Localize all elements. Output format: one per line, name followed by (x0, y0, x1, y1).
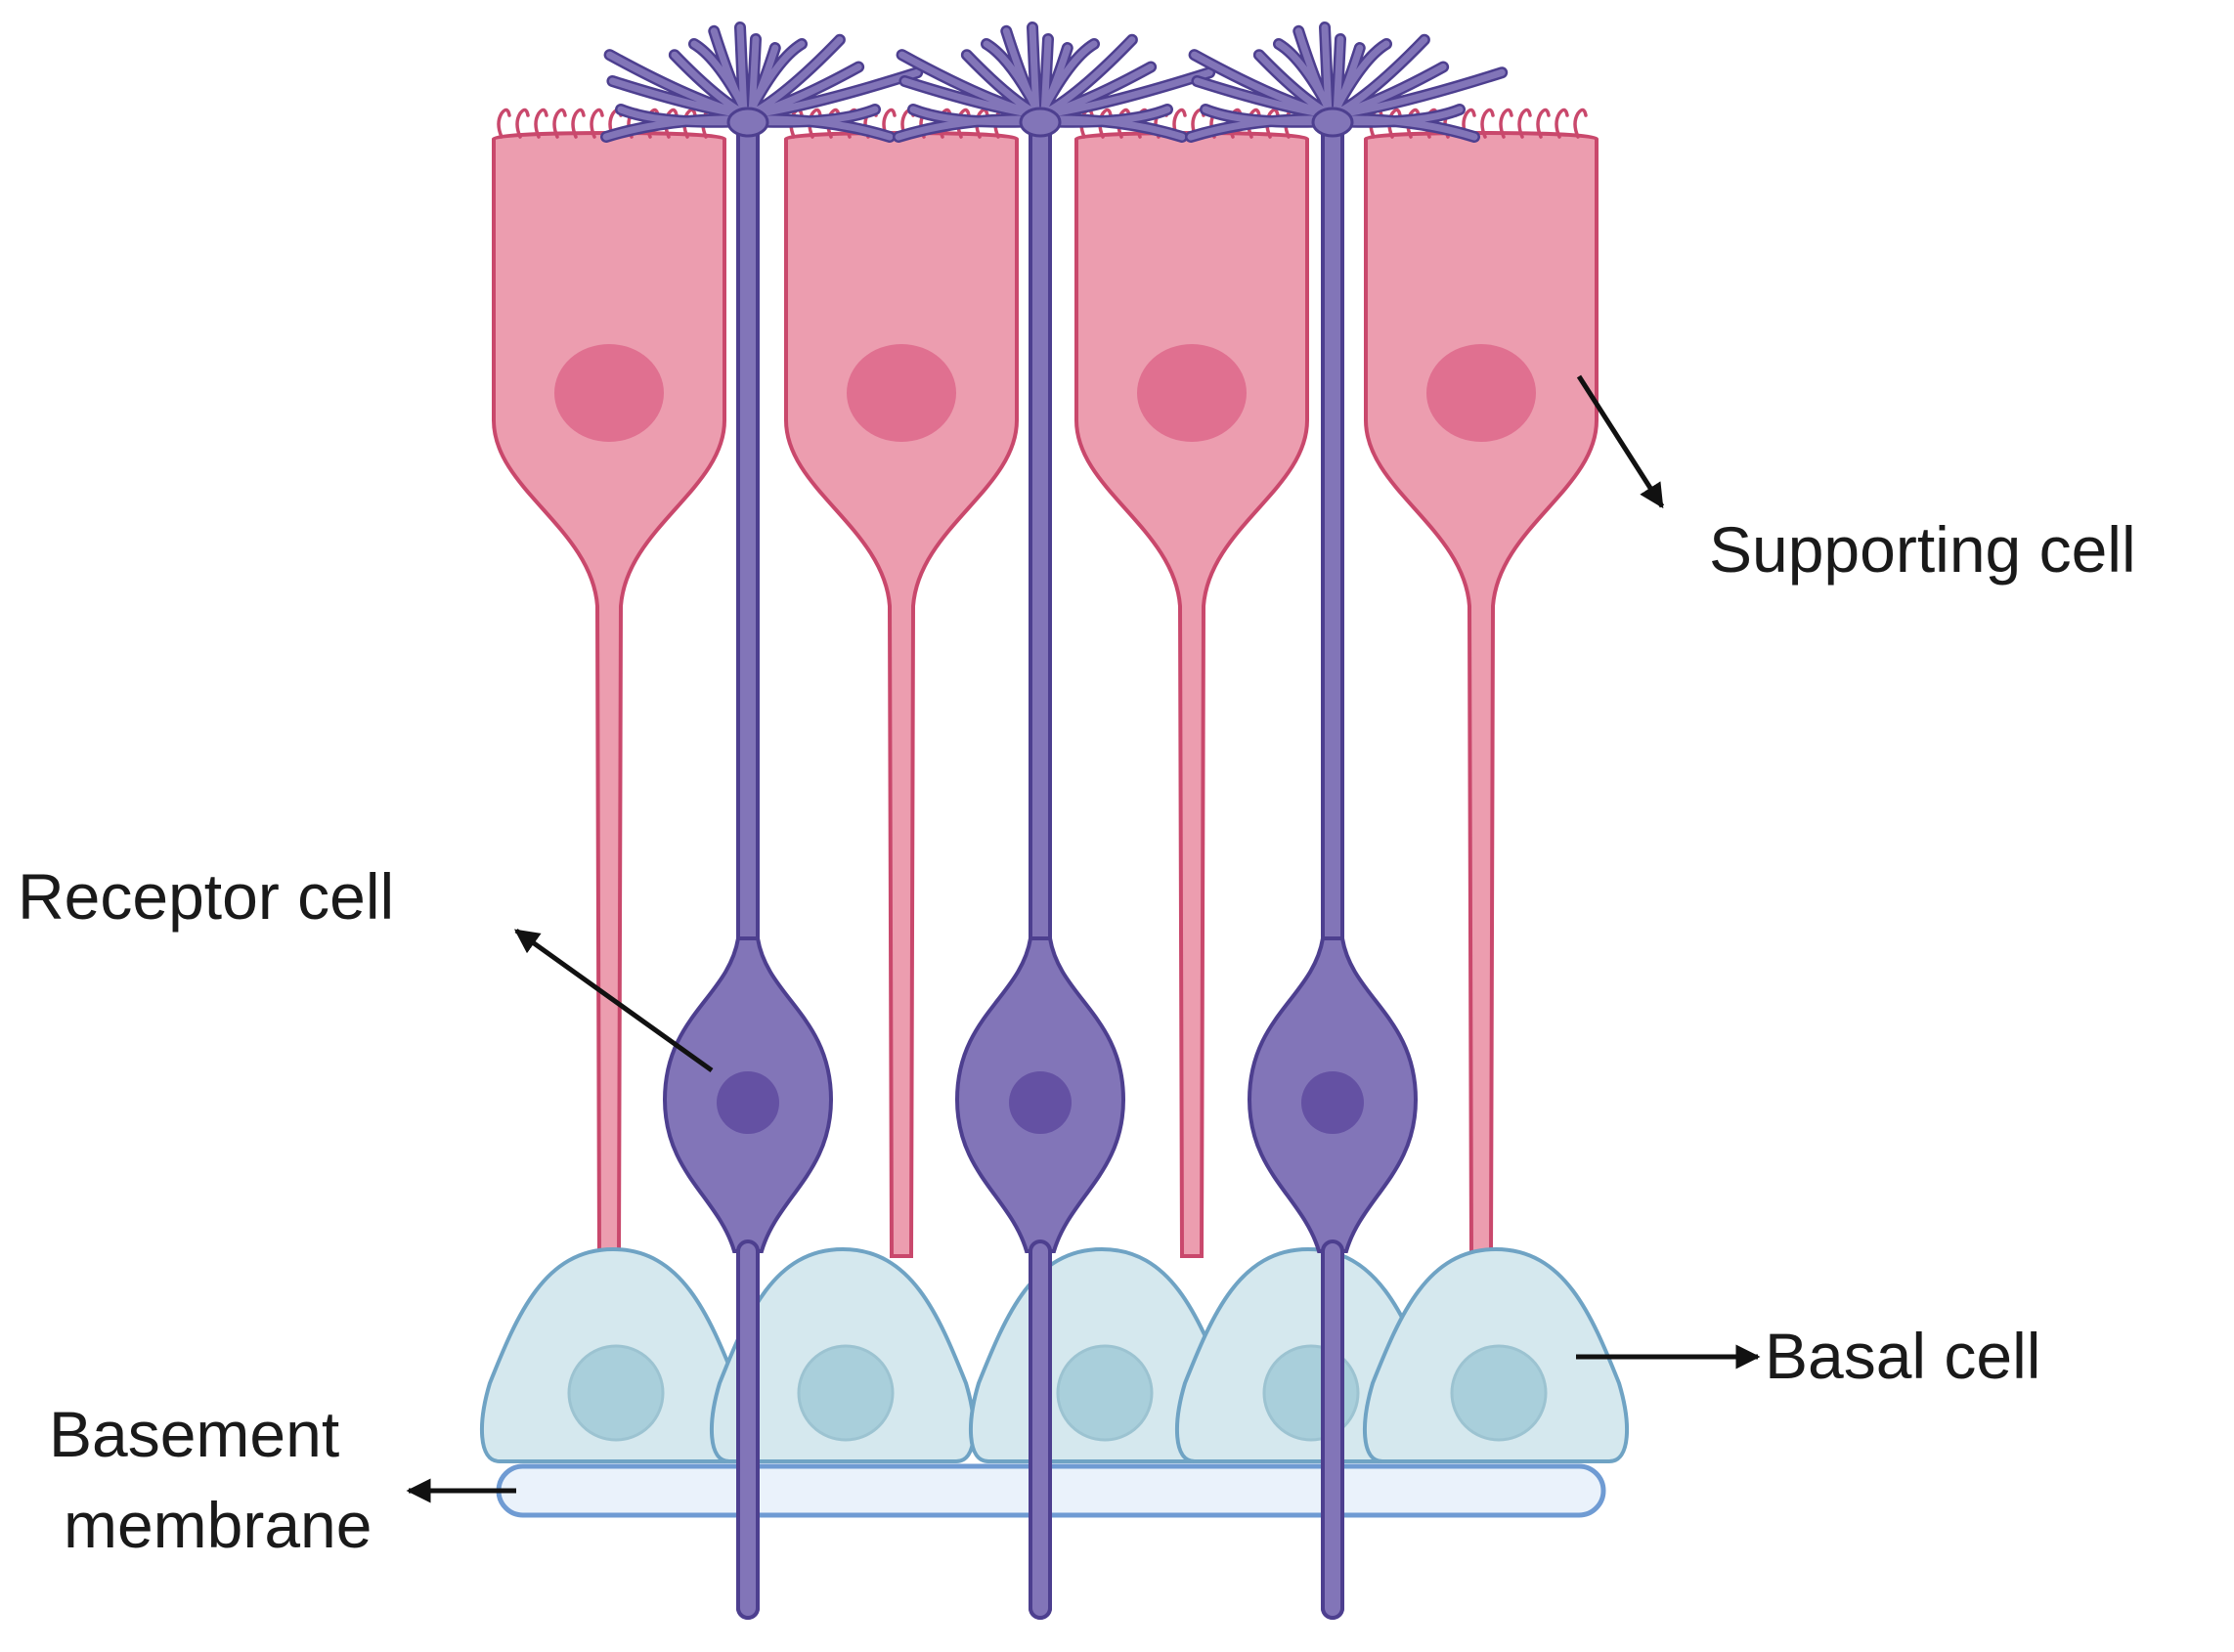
receptor-cell-nucleus (1301, 1071, 1364, 1134)
basal-cell-label-group: Basal cell (1576, 1320, 2040, 1392)
receptor-cell-bodies (662, 936, 1419, 1620)
receptor-cell-knob (726, 107, 769, 138)
basal-cell (1363, 1246, 1629, 1463)
supporting-cell-label: Supporting cell (1709, 513, 2136, 586)
supporting-cell-nucleus (554, 344, 664, 442)
receptor-cell-cilia (602, 23, 921, 141)
basal-cell-nucleus (1450, 1344, 1548, 1442)
supporting-cell-nucleus (1426, 344, 1536, 442)
receptor-cell-axon (1321, 1239, 1344, 1620)
receptor-cell-label-group: Receptor cell (18, 860, 714, 1073)
supporting-cell (492, 108, 726, 1258)
basal-cell (710, 1246, 976, 1463)
supporting-cell-nucleus (847, 344, 956, 442)
receptor-cell-axon (1029, 1239, 1052, 1620)
supporting-cell-nucleus (1137, 344, 1247, 442)
supporting-cell-arrow (1576, 374, 1665, 509)
receptor-cell-arrow (513, 928, 714, 1073)
basal-cells (480, 1246, 1629, 1463)
supporting-cells (492, 108, 1599, 1258)
basement-membrane-label-line1: Basement (49, 1398, 339, 1470)
receptor-cell-label: Receptor cell (18, 860, 394, 933)
basal-cell-label: Basal cell (1765, 1320, 2040, 1392)
basal-cell-nucleus (567, 1344, 665, 1442)
receptor-cell-soma (1247, 936, 1419, 1620)
receptor-cell-knob (1311, 107, 1354, 138)
basal-cell-nucleus (1056, 1344, 1154, 1442)
supporting-cell-body (1364, 131, 1599, 1258)
receptor-cell-soma (662, 936, 834, 1620)
receptor-cell-axon (736, 1239, 760, 1620)
receptor-cell-nucleus (1009, 1071, 1072, 1134)
basement-membrane-label-group: Basement membrane (49, 1398, 516, 1561)
receptor-cells (600, 22, 1509, 1620)
receptor-cell-soma (954, 936, 1126, 1620)
basal-cell-nucleus (797, 1344, 895, 1442)
receptor-cell-nucleus (717, 1071, 779, 1134)
receptor-cell-knob (1019, 107, 1062, 138)
receptor-cell-cilia (895, 23, 1213, 141)
receptor-cell-cilia (1187, 23, 1506, 141)
supporting-cell (1364, 108, 1599, 1258)
supporting-cell-label-group: Supporting cell (1576, 374, 2136, 586)
basal-cell (480, 1246, 746, 1463)
basement-membrane-label-line2: membrane (64, 1489, 372, 1561)
